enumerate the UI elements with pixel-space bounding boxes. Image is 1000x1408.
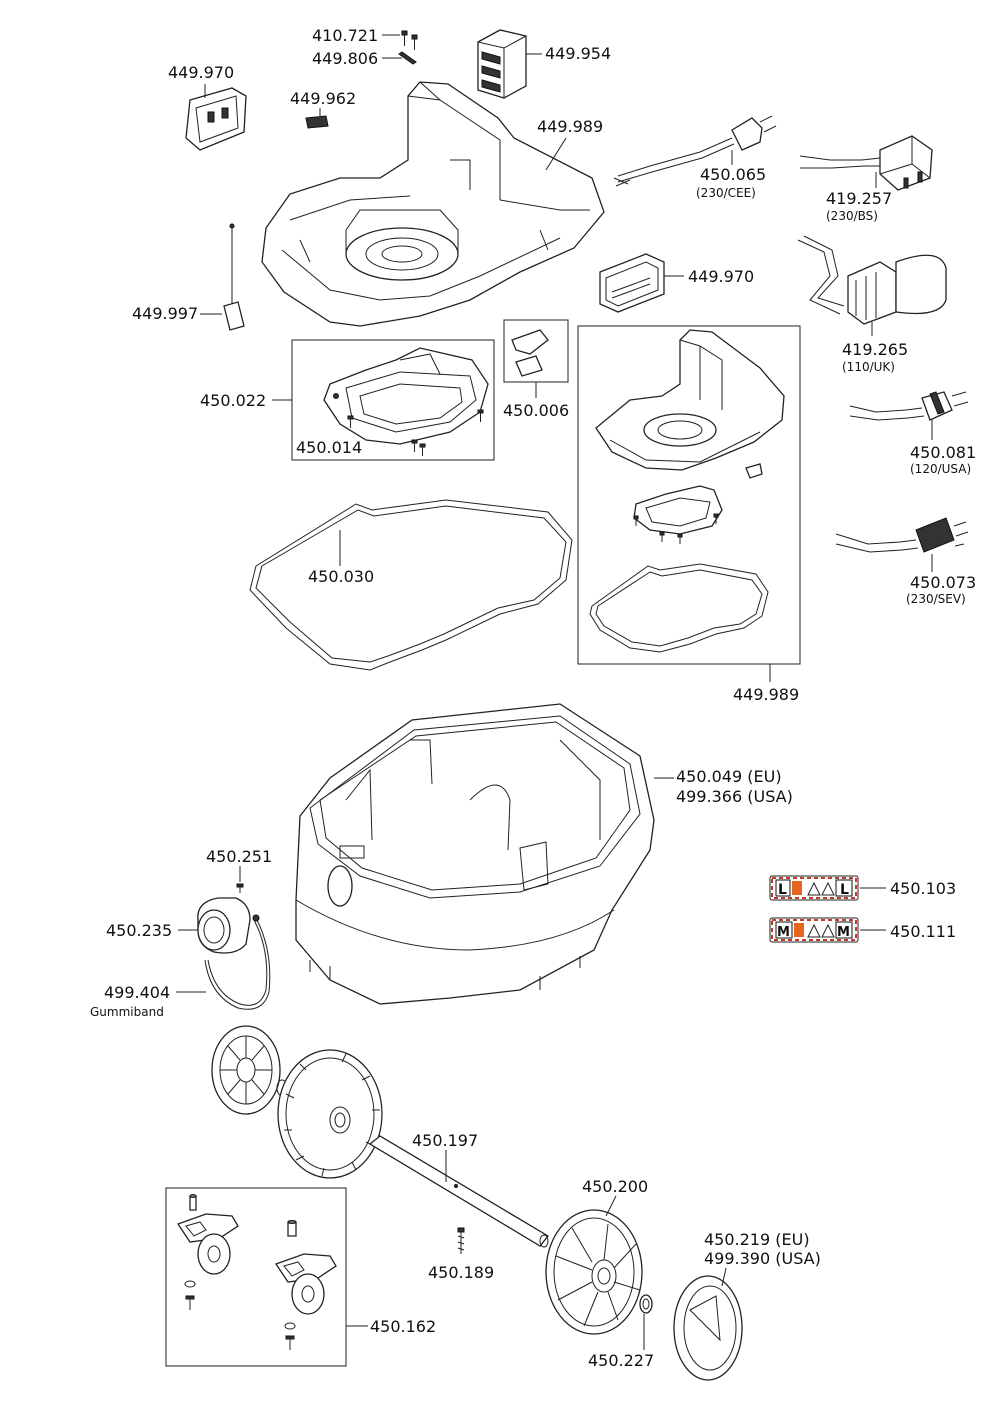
part-450251-screw [236,866,244,893]
label-450073-variant: (230/SEV) [906,592,966,606]
label-450014: 450.014 [296,438,362,457]
part-449970-switch-handle [185,84,247,151]
label-450197: 450.197 [412,1131,478,1150]
label-450251: 450.251 [206,847,272,866]
label-419257-variant: (230/BS) [826,209,878,223]
label-450111: 450.111 [890,922,956,941]
part-449997-sensor [200,223,245,331]
label-449989-top: 449.989 [537,117,603,136]
label-450200: 450.200 [582,1177,648,1196]
screws-450014 [347,409,484,456]
part-number-labels: 410.721 449.806 449.954 449.970 449.962 … [90,26,976,1370]
label-450162: 450.162 [370,1317,436,1336]
label-449954: 449.954 [545,44,611,63]
label-499390: 499.390 (USA) [704,1249,821,1268]
label-450103: 450.103 [890,879,956,898]
part-499404-rubber-band [176,914,271,1010]
part-450189-screw [457,1227,465,1254]
label-449970-top: 449.970 [168,63,234,82]
part-449962-contacts [305,108,329,129]
part-450073-sev-plug [835,517,969,572]
label-499366: 499.366 (USA) [676,787,793,806]
sticker-m-right-letter: M [837,925,850,940]
part-449970-handle-cover [599,253,684,313]
part-450197-axle [368,1135,549,1248]
part-450065-power-cable [613,115,777,187]
label-419265: 419.265 [842,340,908,359]
label-450081: 450.081 [910,443,976,462]
label-450022: 450.022 [200,391,266,410]
label-449970-mid: 449.970 [688,267,754,286]
label-450065-variant: (230/CEE) [696,186,756,200]
sticker-m-left-letter: M [777,925,790,940]
part-450049-container [295,703,674,1005]
part-419265-uk110-plug [797,235,947,336]
label-450081-variant: (120/USA) [910,462,971,476]
label-450227: 450.227 [588,1351,654,1370]
label-419257: 419.257 [826,189,892,208]
part-wheel-hub-cover-left [211,1025,288,1115]
label-499404-note: Gummiband [90,1005,164,1019]
label-450073: 450.073 [910,573,976,592]
label-449989-bottom: 449.989 [733,685,799,704]
label-450235: 450.235 [106,921,172,940]
label-450189: 450.189 [428,1263,494,1282]
label-450219: 450.219 (EU) [704,1230,810,1249]
part-450081-usa-plug [849,391,969,440]
label-450006: 450.006 [503,401,569,420]
part-449806-clip [382,51,417,65]
label-450030: 450.030 [308,567,374,586]
part-449989-motor-housing [261,81,605,327]
label-450065: 450.065 [700,165,766,184]
label-449997: 449.997 [132,304,198,323]
part-450227-washer [639,1294,653,1350]
label-410721: 410.721 [312,26,378,45]
sticker-l-right-letter: L [840,882,849,898]
label-419265-variant: (110/UK) [842,360,895,374]
part-450103-sticker-l: L L [769,875,886,901]
part-410721-screws [382,30,418,50]
part-450022-filter-holder-set [272,339,495,461]
part-449954-filter-block [477,29,542,99]
label-449962: 449.962 [290,89,356,108]
label-449806: 449.806 [312,49,378,68]
part-wheel-left [277,1049,383,1179]
label-450049: 450.049 (EU) [676,767,782,786]
part-450111-sticker-m: M M [769,917,886,943]
sticker-l-left-letter: L [778,882,787,898]
label-499404: 499.404 [104,983,170,1002]
part-450219-wheel-cap [673,1267,743,1381]
part-449989-motor-unit-assembly [577,325,801,682]
part-450235-cable-hook [178,897,251,954]
part-419257-bs-plug [799,135,933,191]
part-450162-castor-set [165,1187,368,1367]
part-450006-latch [503,319,569,398]
part-450200-wheel-right [545,1195,643,1335]
part-450030-seal-gasket [249,499,573,671]
